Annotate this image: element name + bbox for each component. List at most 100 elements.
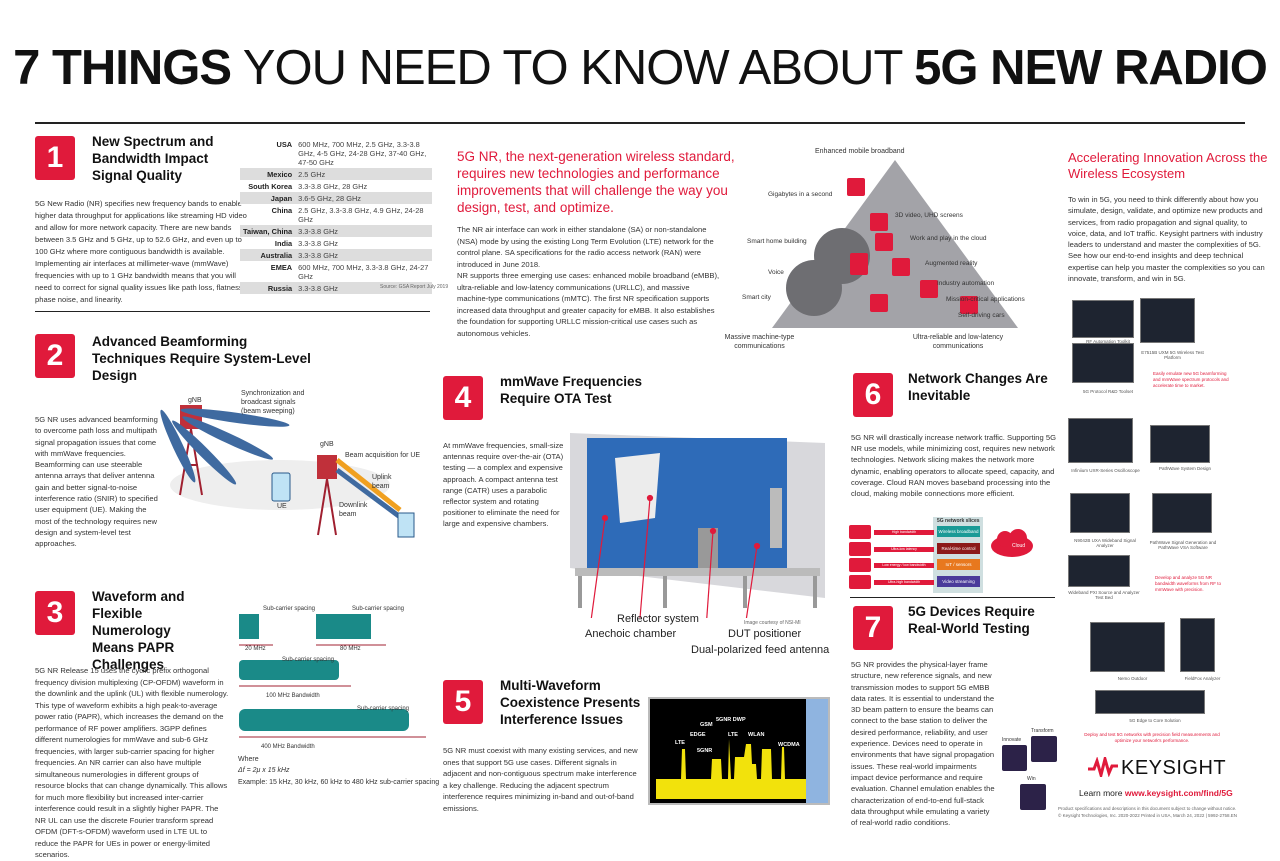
title-divider bbox=[35, 122, 1245, 124]
signal-label: LTE bbox=[728, 732, 738, 738]
product-image bbox=[1072, 343, 1134, 383]
product-caption: Wideband PXI Source and Analyzer Test Be… bbox=[1068, 590, 1140, 600]
use-case-pyramid bbox=[772, 160, 1018, 328]
bands: 3.3-3.8 GHz bbox=[295, 225, 432, 237]
slice-arrow: Low energy / low bandwidth bbox=[874, 563, 934, 568]
signal-label: LTE bbox=[675, 740, 685, 746]
region: EMEA bbox=[270, 262, 293, 272]
slices-title: 5G network slices bbox=[937, 518, 980, 524]
gnb-label-2: gNB bbox=[320, 441, 334, 448]
table-row: India 3.3-3.8 GHz bbox=[240, 237, 432, 249]
scs-label: Sub-carrier spacing bbox=[357, 706, 410, 712]
pyramid-top-label: Enhanced mobile broadband bbox=[815, 148, 905, 155]
keysight-logo: KEYSIGHT bbox=[1121, 757, 1227, 779]
gear-icon bbox=[1031, 736, 1057, 762]
uplink-label: Uplink beam bbox=[372, 474, 392, 490]
section-4-number: 4 bbox=[443, 376, 483, 420]
section-5-body: 5G NR must coexist with many existing se… bbox=[443, 746, 638, 813]
bands: 2.5 GHz bbox=[295, 168, 432, 180]
region: China bbox=[271, 205, 293, 215]
keysight-url-link[interactable]: www.keysight.com/find/5G bbox=[1124, 788, 1233, 798]
divider bbox=[35, 311, 430, 312]
section-6-title: Network Changes Are Inevitable bbox=[908, 371, 1048, 403]
bands: 3.6-5 GHz, 28 GHz bbox=[295, 192, 432, 204]
transform-label: Transform bbox=[1031, 728, 1054, 734]
pyramid-label: Smart home building bbox=[747, 238, 807, 245]
slice-arrow: Ultra-low latency bbox=[874, 546, 934, 552]
slice-arrow: High bandwidth bbox=[874, 530, 934, 535]
region: USA bbox=[276, 139, 293, 149]
pyramid-label: Industry automation bbox=[937, 280, 995, 287]
numerology-diagram bbox=[239, 614, 426, 738]
bands: 600 MHz, 700 MHz, 3.3-3.8 GHz, 24-27 GHz bbox=[298, 262, 429, 281]
section-5-title: Multi-Waveform Coexistence Presents Inte… bbox=[500, 678, 641, 727]
fine-print: Product specifications and descriptions … bbox=[1058, 806, 1237, 811]
bw-20-label: 20 MHz bbox=[245, 646, 266, 652]
signal-label: WLAN bbox=[748, 732, 765, 738]
section-2-body: 5G NR uses advanced beamforming to overc… bbox=[35, 415, 158, 549]
section-7-body: 5G NR provides the physical-layer frame … bbox=[851, 660, 995, 828]
slice-item: IoT / sensors bbox=[937, 559, 980, 570]
scs-label: Sub-carrier spacing bbox=[282, 657, 335, 663]
bands: 3.3-3.8 GHz bbox=[298, 238, 338, 248]
region: Japan bbox=[240, 192, 296, 204]
section-4-body: At mmWave frequencies, small-size antenn… bbox=[443, 441, 564, 529]
product-image bbox=[1068, 555, 1130, 587]
reflector-label: Reflector system bbox=[617, 613, 699, 625]
pyramid-right-label: Ultra-reliable and low-latency communica… bbox=[912, 334, 1004, 350]
callout-2: Develop and analyze 5G NR bandwidth wave… bbox=[1155, 575, 1222, 592]
ue-phone bbox=[271, 472, 291, 502]
slice-arrow: Ultra-high bandwidth bbox=[874, 579, 934, 585]
learn-more: Learn more www.keysight.com/find/5G bbox=[1079, 788, 1233, 798]
pyramid-label: Gigabytes in a second bbox=[768, 191, 833, 198]
product-image bbox=[1072, 300, 1134, 338]
section-1-number: 1 bbox=[35, 136, 75, 180]
divider bbox=[850, 597, 1055, 598]
intro-block: 5G NR, the next-generation wireless stan… bbox=[457, 148, 747, 339]
keysight-logo-icon bbox=[1088, 757, 1118, 777]
image-credit: Image courtesy of NSI-MI bbox=[744, 620, 801, 626]
signal-label: 5GNR DWP bbox=[716, 717, 746, 723]
scs-label: Sub-carrier spacing bbox=[263, 606, 316, 612]
example-text: Example: 15 kHz, 30 kHz, 60 kHz to 480 k… bbox=[238, 779, 440, 786]
gnb-label: gNB bbox=[188, 397, 202, 404]
formula: Δf = 2μ x 15 kHz bbox=[238, 767, 290, 774]
page-title: 7 THINGS YOU NEED TO KNOW ABOUT 5G NEW R… bbox=[13, 41, 1268, 95]
intro-p1: The NR air interface can work in either … bbox=[457, 225, 714, 269]
pyramid-label: Augmented reality bbox=[925, 260, 978, 267]
product-caption: 5G Protocol R&D Toolset bbox=[1083, 389, 1133, 394]
trophy-icon bbox=[1020, 784, 1046, 810]
product-caption: E7515B UXM 5G Wireless Test Platform bbox=[1141, 350, 1204, 360]
pyramid-label: Voice bbox=[768, 269, 784, 276]
win-label: Win bbox=[1027, 776, 1036, 782]
region: India bbox=[274, 238, 293, 248]
anechoic-label: Anechoic chamber bbox=[585, 628, 677, 640]
region: South Korea bbox=[248, 181, 293, 191]
signal-label: GSM bbox=[700, 722, 713, 728]
beamforming-diagram bbox=[160, 405, 415, 538]
spectrum-analyzer-screen bbox=[648, 697, 830, 805]
table-row: EMEA 600 MHz, 700 MHz, 3.3-3.8 GHz, 24-27… bbox=[240, 261, 432, 282]
product-caption: PathWave Signal Generation and PathWave … bbox=[1149, 540, 1217, 550]
copyright: © Keysight Technologies, Inc. 2020-2022 … bbox=[1058, 813, 1238, 818]
bw-400-label: 400 MHz Bandwidth bbox=[261, 744, 315, 750]
section-6-body: 5G NR will drastically increase network … bbox=[851, 433, 1056, 499]
section-3-body: 5G NR Release 15 uses the cyclic prefix … bbox=[35, 666, 229, 859]
where-label: Where bbox=[238, 756, 259, 763]
bands: 3.3-3.8 GHz bbox=[295, 249, 432, 261]
signal-label: 5GNR bbox=[697, 748, 713, 754]
product-image bbox=[1140, 298, 1195, 343]
product-caption: 5G Edge to Core Solution bbox=[1129, 718, 1181, 723]
section-2-title: Advanced Beamforming Techniques Require … bbox=[92, 334, 311, 383]
section-1-body: 5G New Radio (NR) specifies new frequenc… bbox=[35, 199, 247, 304]
product-caption: Nemo Outdoor bbox=[1117, 676, 1148, 681]
sync-label: Synchronization and broadcast signals (b… bbox=[241, 390, 305, 415]
scs-label: Sub-carrier spacing bbox=[352, 606, 405, 612]
product-image bbox=[1070, 493, 1130, 533]
section-3-title: Waveform and Flexible Numerology Means P… bbox=[92, 589, 185, 672]
bands: 600 MHz, 700 MHz, 2.5 GHz, 3.3-3.8 GHz, … bbox=[298, 139, 427, 167]
slice-item: Video streaming bbox=[937, 575, 980, 587]
ue-label: UE bbox=[277, 503, 287, 510]
